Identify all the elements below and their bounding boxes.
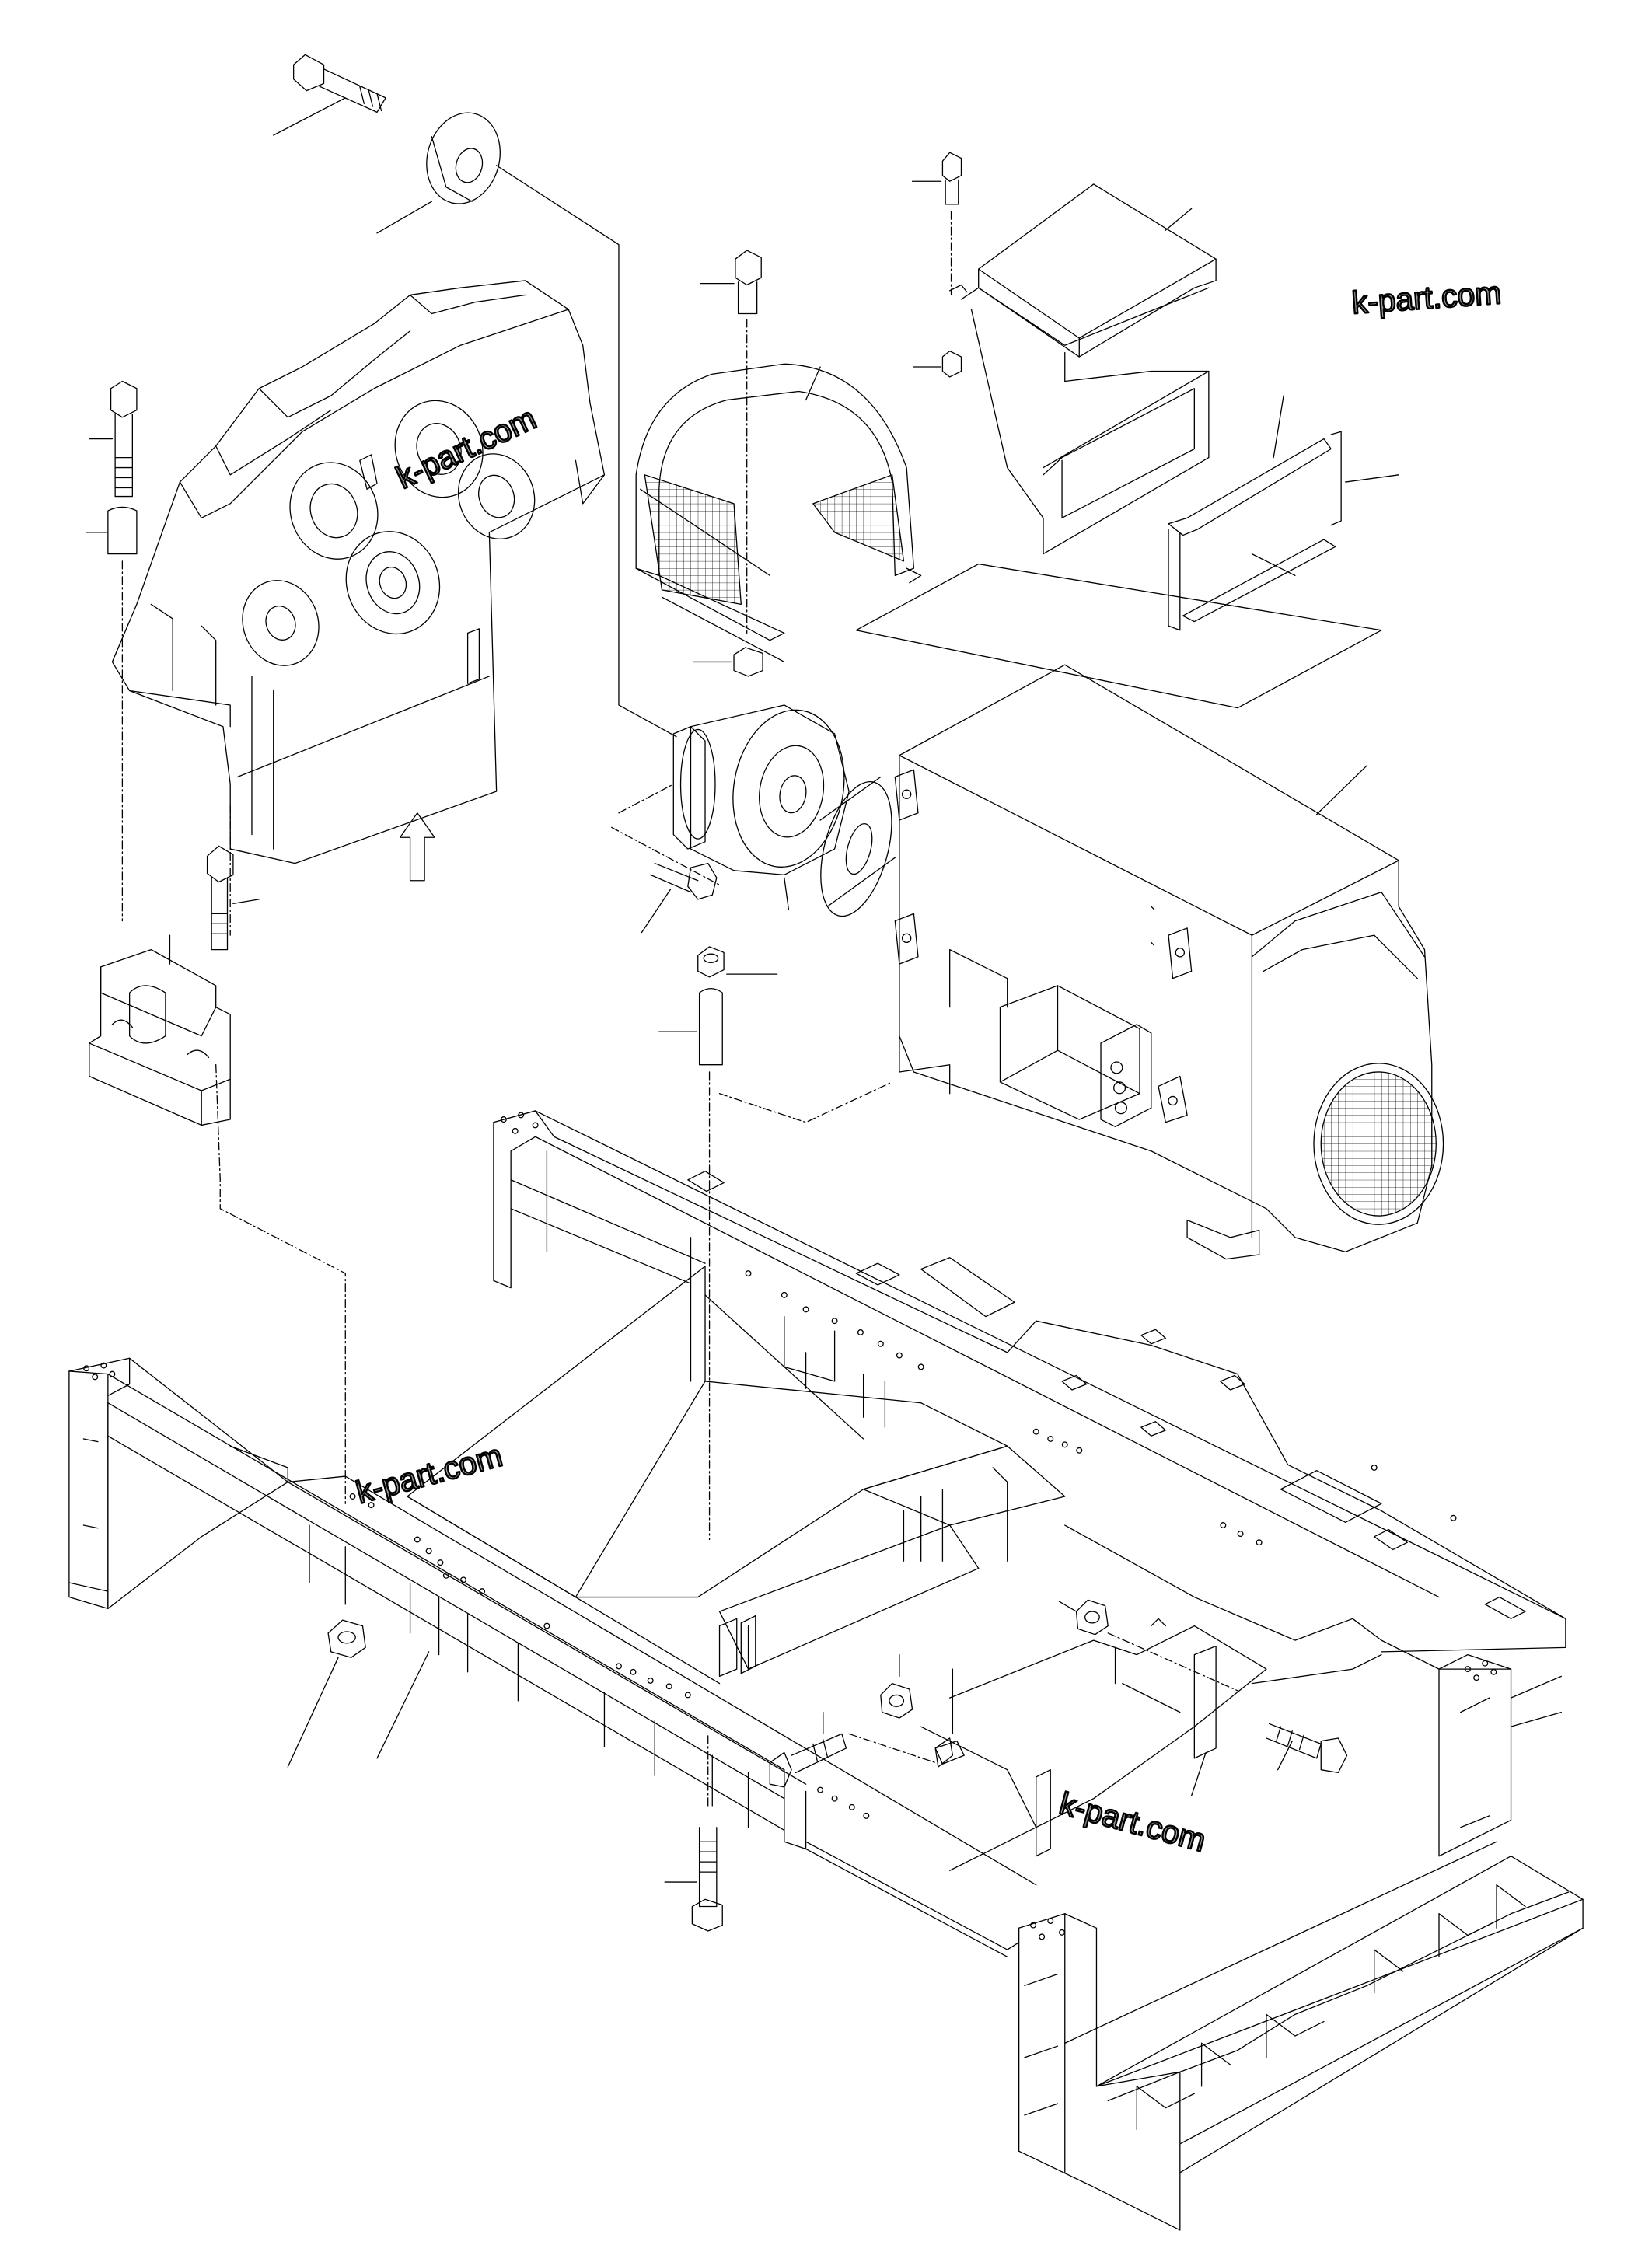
left-bolt (86, 382, 137, 921)
main-frame (69, 1111, 1583, 2230)
cover-bolt (693, 250, 763, 676)
bearing-pedestal (89, 935, 345, 1503)
fan-cover (636, 364, 920, 662)
coupling-bolt (642, 864, 717, 933)
frame-wedge (935, 1669, 952, 1767)
motor (720, 665, 1444, 1259)
top-bolt (274, 54, 386, 135)
air-duct (913, 152, 1217, 553)
frame-nut-left (288, 1620, 365, 1767)
frame-center-bolt (770, 1713, 846, 1787)
watermark-top-right: k-part.com (1350, 274, 1502, 320)
frame-leader-left (377, 1652, 429, 1758)
watermark-frame-left: k-part.com (352, 1437, 506, 1510)
frame-center-nut (849, 1655, 935, 1763)
gearbox (112, 281, 604, 881)
frame-bottom-bolt (665, 1734, 722, 1931)
watermark-gearbox: k-part.com (391, 400, 542, 496)
direction-arrow (400, 813, 435, 881)
beam-bolt-holes (350, 1494, 868, 1819)
mounting-pads (688, 1171, 1525, 1619)
frame-right-bolt (1192, 1723, 1347, 1796)
coupling (612, 701, 905, 924)
filter-frame (856, 396, 1399, 708)
watermark-frame-center: k-part.com (1056, 1785, 1210, 1858)
gearbox-flanges (231, 388, 547, 676)
pedestal-bolt (208, 846, 260, 949)
frame-right-nut (1059, 1600, 1238, 1691)
motor-nut (659, 947, 777, 1540)
washer (377, 104, 676, 736)
